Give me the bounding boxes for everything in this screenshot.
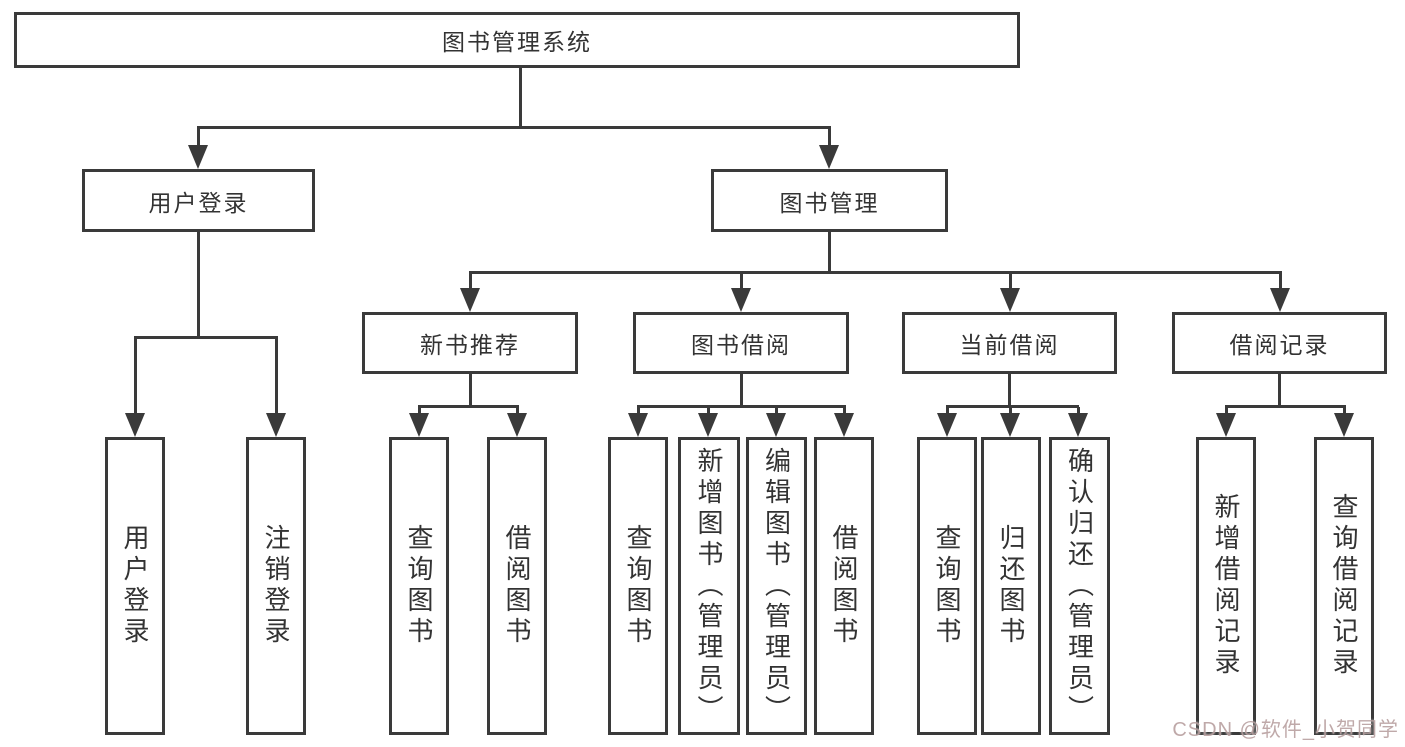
leaf-borrow-books-recommend-label: 借阅图书 bbox=[502, 524, 532, 648]
connector-root-branch bbox=[197, 126, 831, 129]
connector-borrow-stem bbox=[740, 374, 743, 407]
connector-stem bbox=[275, 338, 278, 414]
connector-stem bbox=[1077, 407, 1080, 415]
connector-stem bbox=[707, 407, 710, 415]
connector-stem bbox=[1279, 273, 1282, 289]
leaf-borrow-books: 借阅图书 bbox=[814, 437, 874, 735]
arrow-down-icon bbox=[819, 145, 839, 169]
arrow-down-icon bbox=[460, 288, 480, 312]
connector-current-branch bbox=[946, 405, 1079, 408]
leaf-add-books-admin-label: 新增图书（管理员） bbox=[694, 446, 724, 726]
connector-stem bbox=[1343, 407, 1346, 415]
arrow-down-icon bbox=[731, 288, 751, 312]
node-current-borrow: 当前借阅 bbox=[902, 312, 1117, 374]
arrow-down-icon bbox=[937, 413, 957, 437]
connector-stem bbox=[134, 338, 137, 414]
node-library-system-label: 图书管理系统 bbox=[442, 29, 592, 55]
arrow-down-icon bbox=[1000, 288, 1020, 312]
connector-stem bbox=[843, 407, 846, 415]
node-library-system: 图书管理系统 bbox=[14, 12, 1020, 68]
node-book-management-label: 图书管理 bbox=[779, 189, 880, 216]
node-borrow-records-label: 借阅记录 bbox=[1229, 332, 1330, 358]
arrow-down-icon bbox=[188, 145, 208, 169]
connector-current-stem bbox=[1008, 374, 1011, 407]
arrow-down-icon bbox=[628, 413, 648, 437]
arrow-down-icon bbox=[834, 413, 854, 437]
leaf-query-books-borrow: 查询图书 bbox=[608, 437, 668, 735]
connector-records-stem bbox=[1278, 374, 1281, 407]
node-new-book-recommend: 新书推荐 bbox=[362, 312, 578, 374]
leaf-return-books-label: 归还图书 bbox=[996, 524, 1026, 648]
connector-stem bbox=[637, 407, 640, 415]
connector-stem bbox=[1009, 407, 1012, 415]
connector-borrow-branch bbox=[637, 405, 846, 408]
leaf-borrow-books-label: 借阅图书 bbox=[829, 524, 859, 648]
connector-stem bbox=[469, 273, 472, 289]
connector-stem bbox=[775, 407, 778, 415]
connector-book-mgmt-branch bbox=[469, 271, 1282, 274]
connector-records-branch bbox=[1225, 405, 1346, 408]
connector-stem bbox=[740, 273, 743, 289]
leaf-logout-label: 注销登录 bbox=[261, 524, 291, 648]
leaf-add-borrow-record-label: 新增借阅记录 bbox=[1211, 493, 1241, 679]
node-user-login-label: 用户登录 bbox=[148, 189, 249, 216]
leaf-logout: 注销登录 bbox=[246, 437, 306, 735]
connector-book-mgmt-stem bbox=[828, 232, 831, 273]
leaf-query-books-current: 查询图书 bbox=[917, 437, 977, 735]
connector-stem bbox=[418, 407, 421, 415]
arrow-down-icon bbox=[507, 413, 527, 437]
leaf-user-login-label: 用户登录 bbox=[120, 524, 150, 648]
leaf-confirm-return-admin: 确认归还（管理员） bbox=[1049, 437, 1110, 735]
leaf-confirm-return-admin-label: 确认归还（管理员） bbox=[1064, 446, 1095, 726]
connector-root-stem bbox=[519, 68, 522, 128]
leaf-user-login: 用户登录 bbox=[105, 437, 165, 735]
arrow-down-icon bbox=[766, 413, 786, 437]
leaf-query-books-recommend-label: 查询图书 bbox=[404, 524, 434, 648]
connector-recommend-stem bbox=[469, 374, 472, 407]
leaf-borrow-books-recommend: 借阅图书 bbox=[487, 437, 547, 735]
connector-stem bbox=[1225, 407, 1228, 415]
node-book-management: 图书管理 bbox=[711, 169, 948, 232]
connector-stem bbox=[946, 407, 949, 415]
connector-stem bbox=[516, 407, 519, 415]
leaf-query-books-current-label: 查询图书 bbox=[932, 524, 962, 648]
node-book-borrow: 图书借阅 bbox=[633, 312, 849, 374]
leaf-query-borrow-record: 查询借阅记录 bbox=[1314, 437, 1374, 735]
leaf-query-books-borrow-label: 查询图书 bbox=[623, 524, 653, 648]
arrow-down-icon bbox=[1334, 413, 1354, 437]
node-current-borrow-label: 当前借阅 bbox=[959, 332, 1060, 358]
leaf-edit-books-admin-label: 编辑图书（管理员） bbox=[761, 446, 792, 726]
arrow-down-icon bbox=[1270, 288, 1290, 312]
leaf-query-borrow-record-label: 查询借阅记录 bbox=[1329, 493, 1359, 679]
node-new-book-recommend-label: 新书推荐 bbox=[420, 332, 520, 358]
leaf-add-books-admin: 新增图书（管理员） bbox=[678, 437, 740, 735]
node-user-login: 用户登录 bbox=[82, 169, 315, 232]
node-borrow-records: 借阅记录 bbox=[1172, 312, 1387, 374]
connector-recommend-branch bbox=[418, 405, 519, 408]
arrow-down-icon bbox=[125, 413, 145, 437]
arrow-down-icon bbox=[266, 413, 286, 437]
leaf-return-books: 归还图书 bbox=[981, 437, 1041, 735]
leaf-add-borrow-record: 新增借阅记录 bbox=[1196, 437, 1256, 735]
connector-stem bbox=[1009, 273, 1012, 289]
node-book-borrow-label: 图书借阅 bbox=[691, 332, 791, 358]
connector-stem bbox=[828, 128, 831, 146]
leaf-query-books-recommend: 查询图书 bbox=[389, 437, 449, 735]
arrow-down-icon bbox=[1000, 413, 1020, 437]
arrow-down-icon bbox=[409, 413, 429, 437]
arrow-down-icon bbox=[698, 413, 718, 437]
connector-stem bbox=[197, 128, 200, 146]
connector-user-login-branch bbox=[134, 336, 278, 339]
leaf-edit-books-admin: 编辑图书（管理员） bbox=[746, 437, 807, 735]
arrow-down-icon bbox=[1068, 413, 1088, 437]
connector-user-login-stem bbox=[197, 232, 200, 338]
arrow-down-icon bbox=[1216, 413, 1236, 437]
csdn-watermark: CSDN @软件_小贺同学 bbox=[1172, 719, 1399, 741]
